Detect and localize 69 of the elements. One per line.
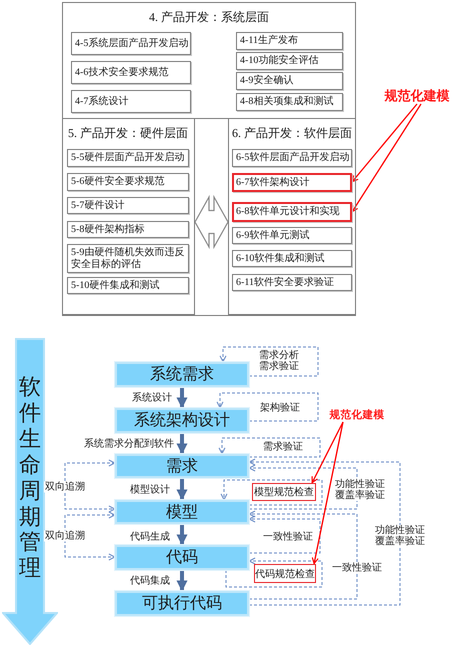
dashed-loop-arrow	[220, 480, 322, 506]
edge-label: 需求验证	[262, 442, 304, 452]
step-box: 4-9安全确认	[236, 72, 343, 90]
panel-heading: 6. 产品开发：软件层面	[232, 126, 352, 140]
edge-label: 模型设计	[129, 484, 171, 496]
highlight-box: 6-7软件架构设计	[232, 173, 352, 192]
step-box: 4-6技术安全要求规范	[71, 61, 191, 84]
step-box: 6-11软件安全要求验证	[232, 274, 352, 291]
step-box: 4-10功能安全评估	[236, 52, 343, 70]
step-box: 4-5系统层面产品开发启动	[71, 32, 191, 55]
edge-label: 系统需求分配到软件	[83, 438, 175, 450]
step-box: 6-5软件层面产品开发启动	[232, 149, 352, 167]
dashed-loop-arrow	[216, 392, 318, 422]
arrow	[311, 422, 344, 484]
edge-label: 一致性验证	[262, 532, 314, 542]
highlight-box: 模型规范检查	[252, 483, 316, 501]
dashed-arrow	[248, 510, 358, 600]
callout-label: 规范化建模	[330, 408, 384, 422]
arrow	[176, 478, 188, 501]
arrow	[351, 104, 422, 212]
section-panel	[62, 118, 195, 315]
arrow	[176, 570, 188, 592]
process-box: 需求	[115, 454, 249, 478]
process-box: 系统架构设计	[115, 408, 249, 433]
edge-label: 双向追溯	[44, 530, 86, 542]
dashed-loop-arrow	[218, 438, 320, 458]
highlight-box: 代码规范检查	[254, 564, 316, 583]
step-box: 6-10软件集成和测试	[232, 250, 352, 267]
dashed-arrow	[248, 464, 358, 510]
step-box: 5-7硬件设计	[67, 197, 189, 214]
panel-heading: 5. 产品开发：硬件层面	[68, 126, 188, 140]
dashed-loop-arrow	[226, 558, 322, 588]
dashed-arrow	[248, 516, 320, 554]
double-arrow	[194, 194, 229, 250]
process-box: 模型	[115, 500, 249, 524]
step-box: 6-9软件单元测试	[232, 227, 352, 244]
step-box: 5-5硬件层面产品开发启动	[67, 149, 189, 167]
step-box: 5-6硬件安全要求规范	[67, 173, 189, 191]
edge-label: 代码生成	[129, 532, 171, 542]
process-box: 系统需求	[115, 362, 249, 387]
edge-label: 需求分析需求验证	[256, 350, 302, 372]
step-box: 4-7系统设计	[71, 90, 191, 113]
arrow	[176, 433, 188, 455]
dashed-arrow	[248, 458, 400, 606]
dashed-double-arrow	[64, 512, 116, 560]
section-panel	[228, 118, 356, 315]
step-box: 4-11生产发布	[236, 32, 343, 50]
edge-label: 功能性验证覆盖率验证	[332, 479, 388, 501]
process-box: 代码	[115, 545, 249, 570]
arrow	[176, 387, 188, 409]
highlight-box: 6-8软件单元设计和实现	[232, 202, 352, 222]
arrow	[176, 524, 188, 546]
panel-heading: 4. 产品开发：系统层面	[149, 10, 269, 24]
dashed-loop-arrow	[220, 346, 318, 376]
edge-label: 代码集成	[129, 576, 171, 586]
step-box: 5-8硬件架构指标	[67, 221, 189, 238]
step-box: 5-10硬件集成和测试	[67, 277, 189, 294]
edge-label: 双向追溯	[44, 482, 86, 492]
step-box: 5-9由硬件随机失效而违反安全目标的评估	[67, 244, 189, 273]
edge-label: 功能性验证覆盖率验证	[372, 525, 428, 547]
edge-label: 一致性验证	[331, 562, 383, 574]
edge-label: 架构验证	[259, 402, 301, 414]
edge-label: 系统设计	[131, 392, 173, 404]
step-box: 4-8相关项集成和测试	[236, 93, 343, 111]
arrow	[352, 104, 418, 182]
process-box: 可执行代码	[115, 591, 249, 616]
dashed-double-arrow	[64, 460, 116, 512]
arrow	[312, 422, 344, 564]
callout-label: 规范化建模	[383, 87, 451, 104]
